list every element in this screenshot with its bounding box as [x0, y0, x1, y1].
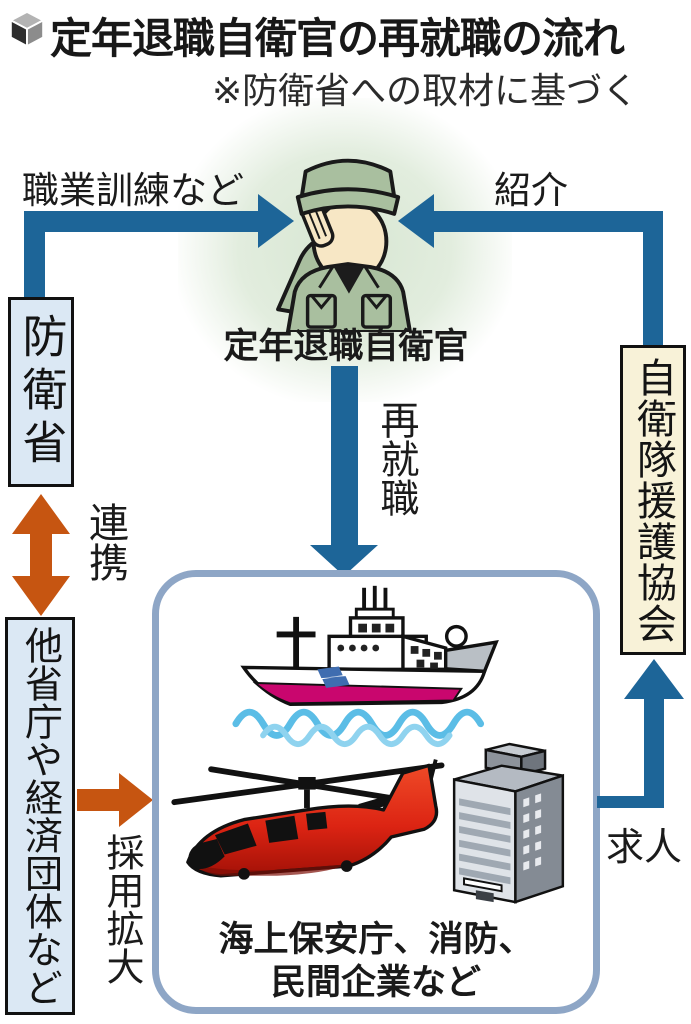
- destination-caption: 海上保安庁、消防、 民間企業など: [160, 918, 592, 1004]
- cooperation-label: 連携: [83, 502, 127, 582]
- introduction-label: 紹介: [494, 170, 568, 211]
- arrow-training-hbar: [34, 211, 258, 232]
- arrow-introduction-hbar: [434, 211, 663, 232]
- arrow-introduction-head: [398, 194, 434, 248]
- destination-caption-line1: 海上保安庁、消防、: [218, 920, 534, 959]
- box-support-association-label: 自衛隊援護協会: [631, 356, 675, 644]
- arrow-hiring-shaft: [77, 789, 119, 811]
- training-label: 職業訓練など: [22, 170, 244, 211]
- page-title: 定年退職自衛官の再就職の流れ: [50, 15, 625, 62]
- box-support-association: 自衛隊援護協会: [620, 345, 686, 655]
- job-offers-label: 求人: [606, 827, 683, 869]
- arrow-hiring-head: [119, 773, 153, 827]
- reemployment-label: 再就職: [375, 400, 418, 517]
- helicopter-icon: [171, 759, 445, 880]
- arrow-introduction-vbar: [643, 211, 663, 346]
- person-label: 定年退職自衛官: [223, 327, 469, 366]
- box-defense-ministry-label: 防衛省: [15, 312, 67, 472]
- source-note: ※防衛省への取材に基づく: [212, 70, 639, 111]
- box-other-organizations-label: 他省庁や経済団体など: [18, 626, 61, 1006]
- arrow-job-offers-shaft: [644, 697, 664, 807]
- destination-caption-line2: 民間企業など: [270, 963, 481, 1002]
- box-defense-ministry: 防衛省: [8, 297, 74, 487]
- box-other-organizations: 他省庁や経済団体など: [5, 617, 75, 1015]
- arrow-training-vbar: [24, 211, 45, 298]
- arrow-reemployment-shaft: [331, 366, 358, 545]
- cube-icon: [8, 10, 46, 47]
- arrow-cooperation: [12, 494, 70, 616]
- hiring-expansion-label: 採用拡大: [100, 833, 142, 985]
- arrow-job-offers-hbar: [597, 796, 664, 808]
- arrow-training-head: [258, 194, 294, 248]
- office-building-icon: [452, 742, 565, 904]
- arrow-job-offers-head: [624, 659, 684, 699]
- ship-icon: [232, 585, 499, 748]
- soldier-icon: [276, 158, 412, 332]
